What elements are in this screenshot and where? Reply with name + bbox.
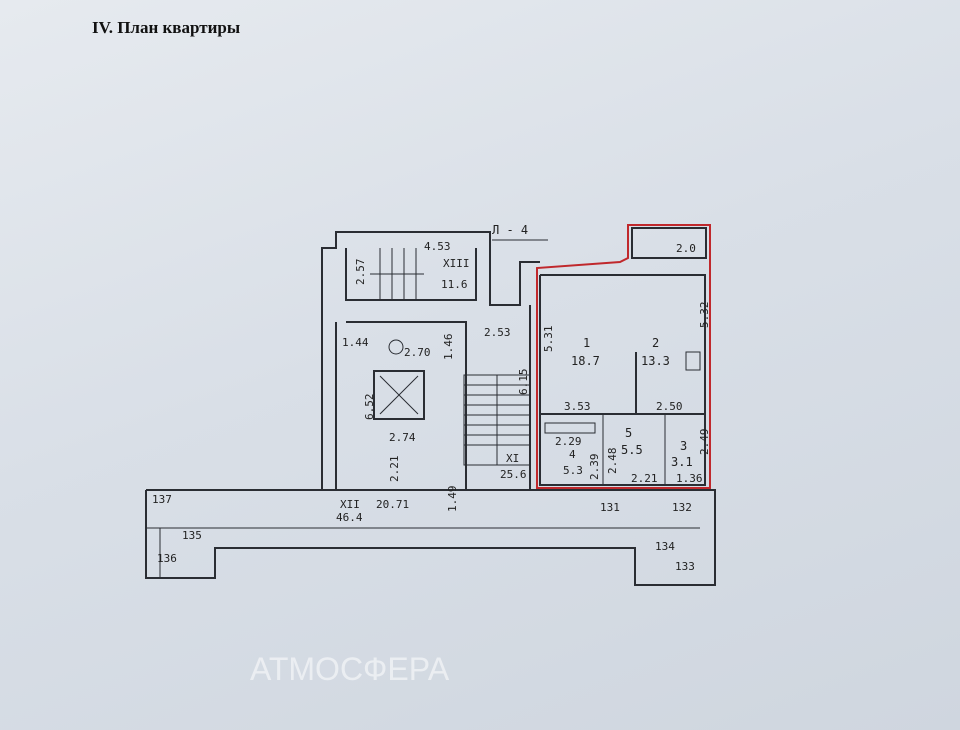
room-number: 133 (675, 560, 695, 573)
section-label: Л - 4 (492, 223, 528, 237)
room-number: 4 (569, 448, 576, 461)
room-number: XI (506, 452, 519, 465)
room-area: 5.5 (621, 443, 643, 457)
room-number: XII (340, 498, 360, 511)
label: 2.57 (354, 259, 367, 286)
room-number: 1 (583, 336, 590, 350)
room-area: 11.6 (441, 278, 468, 291)
label: 6.52 (363, 394, 376, 421)
room-number: 2 (652, 336, 659, 350)
room-number: 132 (672, 501, 692, 514)
label: 5.31 (542, 326, 555, 353)
label: 20.71 (376, 498, 409, 511)
page-heading: IV. План квартиры (92, 18, 241, 37)
room-number: 5 (625, 426, 632, 440)
label: 2.74 (389, 431, 416, 444)
label: 2.50 (656, 400, 683, 413)
room-number: XIII (443, 257, 470, 270)
label: 6.15 (517, 369, 530, 396)
dimension-labels: 4.53 XIII 11.6 2.57 1.44 2.70 1.46 2.53 … (152, 240, 711, 573)
stairs-xiii (370, 248, 424, 300)
room-number: 136 (157, 552, 177, 565)
watermark: АТМОСФЕРА (250, 651, 450, 687)
room-number: 131 (600, 501, 620, 514)
label: 5.32 (698, 302, 711, 329)
room-area: 13.3 (641, 354, 670, 368)
room-number: 135 (182, 529, 202, 542)
label: 4.53 (424, 240, 451, 253)
label: 1.49 (446, 486, 459, 513)
label: 2.29 (555, 435, 582, 448)
label: 2.39 (588, 454, 601, 481)
building-walls (145, 231, 716, 586)
label: 3.53 (564, 400, 591, 413)
label: 1.44 (342, 336, 369, 349)
label: 2.70 (404, 346, 431, 359)
apartment-outline (536, 224, 711, 489)
label: 2.21 (388, 456, 401, 483)
room-area: 18.7 (571, 354, 600, 368)
label: 2.0 (676, 242, 696, 255)
label: 2.21 (631, 472, 658, 485)
label: 2.48 (606, 448, 619, 475)
room-area: 46.4 (336, 511, 363, 524)
label: 2.53 (484, 326, 511, 339)
apartment-walls (539, 227, 707, 486)
room-number: 3 (680, 439, 687, 453)
label: 2.49 (698, 429, 711, 456)
room-area: 25.6 (500, 468, 527, 481)
room-area: 5.3 (563, 464, 583, 477)
room-number: 134 (655, 540, 675, 553)
stairs-xi (464, 375, 530, 465)
room-area: 3.1 (671, 455, 693, 469)
label: 1.36 (676, 472, 703, 485)
label: 1.46 (442, 334, 455, 361)
room-number: 137 (152, 493, 172, 506)
